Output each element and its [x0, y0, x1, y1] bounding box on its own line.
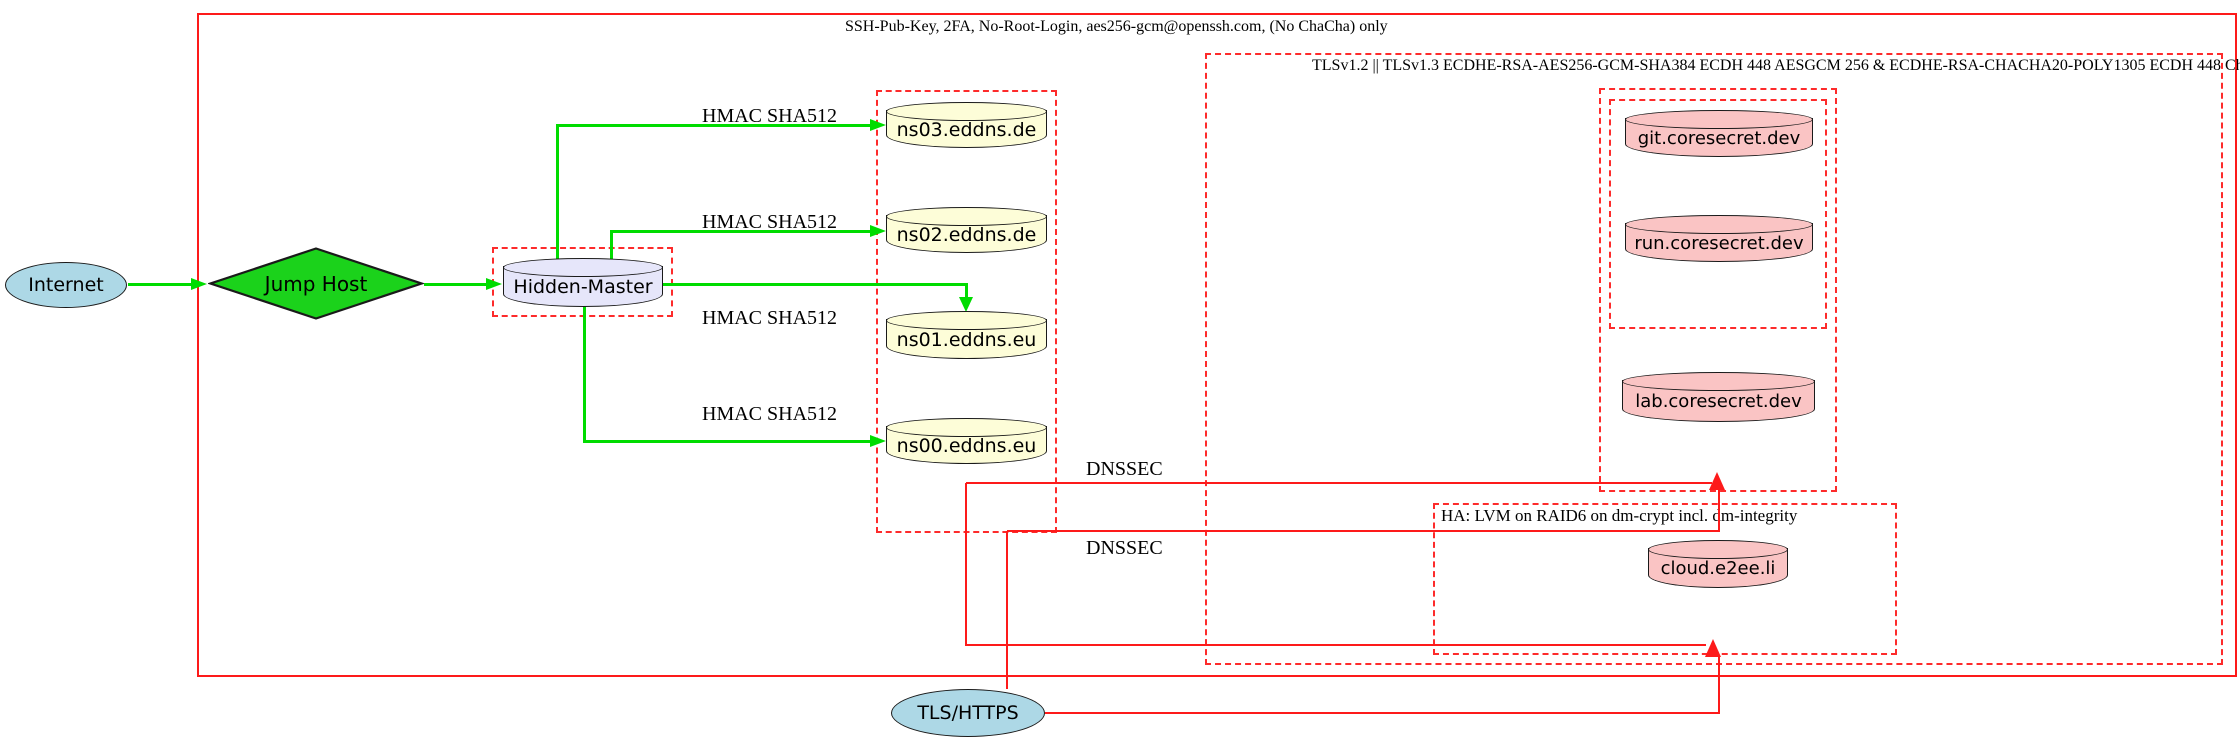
node-git: git.coresecret.dev [1625, 110, 1813, 157]
node-ns02-label: ns02.eddns.de [896, 223, 1037, 246]
cylinder-top-icon [1625, 215, 1813, 234]
edge-ha-arrowhead [1705, 639, 1721, 657]
edge-hm-ns00-line-h [583, 440, 871, 443]
node-tls-https-label: TLS/HTTPS [917, 702, 1019, 724]
edge-label-dnssec-1: DNSSEC [1086, 458, 1163, 480]
edge-hm-ns03-line-h [556, 124, 870, 127]
edge-tls-coresecret-line-h [1007, 530, 1720, 532]
edge-hm-ns00-arrowhead [870, 435, 886, 447]
node-cloud: cloud.e2ee.li [1648, 540, 1788, 588]
node-jump-host-label: Jump Host [264, 271, 368, 296]
node-tls-https: TLS/HTTPS [891, 689, 1045, 737]
edge-hm-ns03-arrowhead [870, 119, 886, 131]
diamond-shape-icon [208, 247, 424, 320]
cluster-ha-box [1433, 503, 1897, 655]
cylinder-top-icon [1648, 540, 1788, 559]
edge-hm-ns02-arrowhead [870, 225, 886, 237]
cylinder-top-icon [886, 418, 1047, 437]
node-hidden-master-label: Hidden-Master [513, 276, 653, 298]
node-lab-label: lab.coresecret.dev [1635, 391, 1802, 412]
node-ns00-label: ns00.eddns.eu [896, 434, 1037, 457]
node-cloud-label: cloud.e2ee.li [1660, 558, 1776, 579]
node-internet-label: Internet [28, 274, 104, 296]
node-run-label: run.coresecret.dev [1634, 232, 1804, 254]
node-ns03-label: ns03.eddns.de [896, 118, 1037, 141]
edge-dnssec2-line-h [966, 644, 1706, 646]
cluster-ssh-box [197, 13, 2237, 677]
cylinder-top-icon [886, 102, 1047, 121]
edge-hm-ns00-line-v [583, 305, 586, 442]
node-jump-host: Jump Host [208, 247, 424, 320]
node-hidden-master: Hidden-Master [503, 258, 663, 307]
cylinder-top-icon [503, 258, 663, 277]
node-git-label: git.coresecret.dev [1637, 127, 1801, 149]
cylinder-top-icon [1625, 110, 1813, 129]
edge-tls-ha-line-v [1718, 656, 1720, 714]
cluster-ssh-label: SSH-Pub-Key, 2FA, No-Root-Login, aes256-… [845, 18, 1388, 35]
node-lab: lab.coresecret.dev [1622, 372, 1815, 422]
node-ns01: ns01.eddns.eu [886, 311, 1047, 359]
node-ns03: ns03.eddns.de [886, 102, 1047, 148]
edge-label-dnssec-2: DNSSEC [1086, 537, 1163, 559]
edge-tls-ha-line-h [1045, 712, 1720, 714]
edge-label-hmac-ns02: HMAC SHA512 [702, 211, 838, 233]
node-run: run.coresecret.dev [1625, 215, 1813, 262]
edge-hm-ns02-line-v [610, 230, 613, 260]
cluster-ha-label: HA: LVM on RAID6 on dm-crypt incl. dm-in… [1441, 506, 1798, 525]
edge-internet-jumphost-line [128, 283, 192, 286]
cluster-tls-label: TLSv1.2 || TLSv1.3 ECDHE-RSA-AES256-GCM-… [1312, 57, 2240, 74]
edge-hm-ns03-line-v [556, 124, 559, 260]
node-ns02: ns02.eddns.de [886, 207, 1047, 253]
edge-dnssec1-line-v [965, 483, 967, 646]
edge-hm-ns01-line-h [663, 283, 968, 286]
edge-label-hmac-ns01: HMAC SHA512 [702, 307, 838, 329]
edge-tls-coresecret-line-v1 [1006, 531, 1008, 689]
node-ns00: ns00.eddns.eu [886, 418, 1047, 464]
edge-label-hmac-ns03: HMAC SHA512 [702, 105, 838, 127]
edge-tls-coresecret-line-v2 [1718, 489, 1720, 532]
edge-label-hmac-ns00: HMAC SHA512 [702, 403, 838, 425]
cylinder-top-icon [886, 311, 1047, 330]
edge-hm-ns02-line-h [610, 230, 870, 233]
cylinder-top-icon [1622, 372, 1815, 391]
edge-jumphost-hiddenmaster-arrowhead [486, 278, 502, 290]
edge-jumphost-hiddenmaster-line [424, 283, 487, 286]
node-internet: Internet [5, 262, 127, 308]
edge-internet-jumphost-arrowhead [191, 278, 207, 290]
edge-hm-ns01-line-v [965, 283, 968, 299]
edge-dnssec1-line-h [966, 482, 1712, 484]
edge-hm-ns01-arrowhead [959, 297, 973, 312]
cluster-coresecret-inner-box [1609, 99, 1827, 329]
cylinder-top-icon [886, 207, 1047, 226]
cluster-tls-box [1205, 53, 2223, 665]
node-ns01-label: ns01.eddns.eu [896, 328, 1037, 351]
edge-coresecret-arrowhead [1709, 472, 1725, 490]
